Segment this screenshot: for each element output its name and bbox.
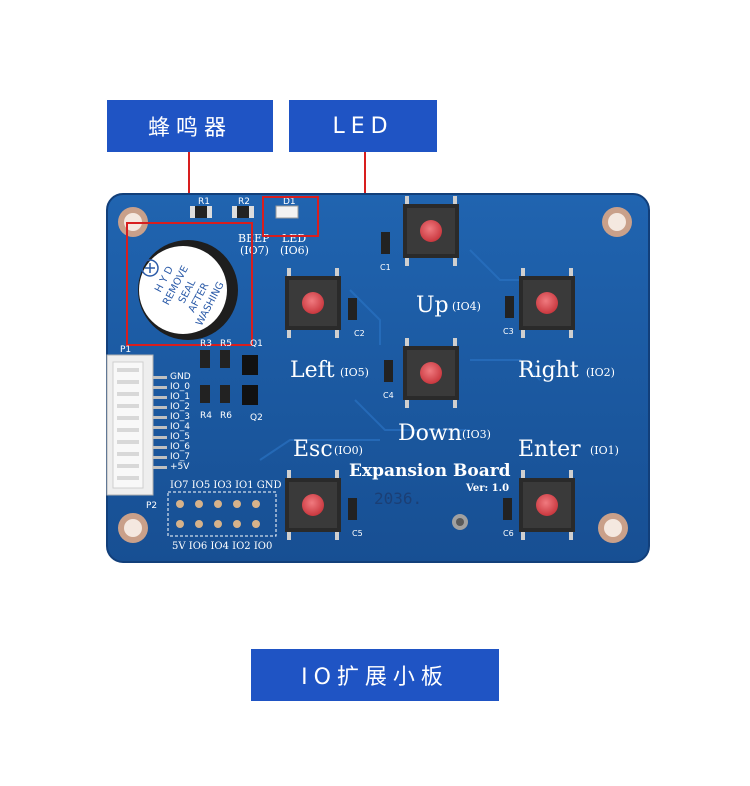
buzzer-highlight-box (126, 222, 253, 346)
down-label: Down (398, 421, 462, 446)
led-label: LED (289, 100, 437, 152)
led-d1 (275, 205, 299, 219)
mounting-hole-br (598, 513, 628, 543)
pin-label: IO_4 (170, 422, 190, 432)
io7-silk: (IO7) (240, 244, 269, 257)
date-code: 2036. (374, 489, 422, 508)
p1-silk: P1 (120, 345, 131, 355)
down-io-label: (IO3) (462, 428, 491, 441)
buzzer-label: 蜂鸣器 (107, 100, 273, 152)
left-io-label: (IO5) (340, 366, 369, 379)
button-down (403, 338, 459, 408)
pin-label: IO_3 (170, 412, 190, 422)
r4-silk: R4 (200, 411, 212, 421)
pin-label: IO_0 (170, 382, 190, 392)
c5-silk: C5 (352, 529, 363, 538)
c1-silk: C1 (380, 263, 391, 272)
right-io-label: (IO2) (586, 366, 615, 379)
pin-label: IO_2 (170, 402, 190, 412)
mounting-hole-tr (602, 207, 632, 237)
button-right (519, 268, 575, 338)
board-name-silk: Expansion Board (349, 461, 511, 481)
pin-label: IO_5 (170, 432, 190, 442)
capacitors (348, 232, 514, 520)
buzzer-component: H Y D REMOVE SEAL AFTER WASHING (138, 240, 238, 340)
right-label: Right (518, 358, 579, 383)
p2-silk: P2 (146, 501, 157, 511)
esc-label: Esc (293, 437, 333, 462)
r3-silk: R3 (200, 339, 212, 349)
board-title-label: IO扩展小板 (251, 649, 499, 701)
button-left (285, 268, 341, 338)
c4-silk: C4 (383, 391, 394, 400)
button-up (403, 196, 459, 266)
pin-label: +5V (170, 462, 190, 472)
mounting-hole-bl (118, 513, 148, 543)
esc-io-label: (IO0) (334, 444, 363, 457)
enter-io-label: (IO1) (590, 444, 619, 457)
transistor-area (200, 350, 258, 405)
header-bottom-silk: 5V IO6 IO4 IO2 IO0 (172, 541, 272, 552)
led-highlight-box (262, 196, 319, 237)
pin-label: IO_1 (170, 392, 190, 402)
r6-silk: R6 (220, 411, 232, 421)
connector-p1 (106, 354, 167, 496)
version-silk: Ver: 1.0 (465, 483, 509, 494)
r2-silk: R2 (238, 197, 250, 207)
up-label: Up (416, 293, 449, 318)
pin-label: IO_7 (170, 452, 190, 462)
button-enter (519, 470, 575, 540)
q1-silk: Q1 (250, 339, 263, 349)
left-label: Left (290, 358, 335, 383)
pcb-board (107, 194, 649, 562)
resistor-r1 (190, 206, 212, 218)
button-esc (285, 470, 341, 540)
c3-silk: C3 (503, 327, 514, 336)
header-top-silk: IO7 IO5 IO3 IO1 GND (170, 480, 282, 491)
resistor-r2 (232, 206, 254, 218)
r1-silk: R1 (198, 197, 210, 207)
r5-silk: R5 (220, 339, 232, 349)
io6-silk: (IO6) (280, 244, 309, 257)
pin-label: IO_6 (170, 442, 190, 452)
up-io-label: (IO4) (452, 300, 481, 313)
c6-silk: C6 (503, 529, 514, 538)
pin-label: GND (170, 372, 191, 382)
d1-silk: D1 (283, 197, 296, 207)
enter-label: Enter (518, 437, 581, 462)
q2-silk: Q2 (250, 413, 263, 423)
c2-silk: C2 (354, 329, 365, 338)
header-p2 (167, 491, 277, 537)
